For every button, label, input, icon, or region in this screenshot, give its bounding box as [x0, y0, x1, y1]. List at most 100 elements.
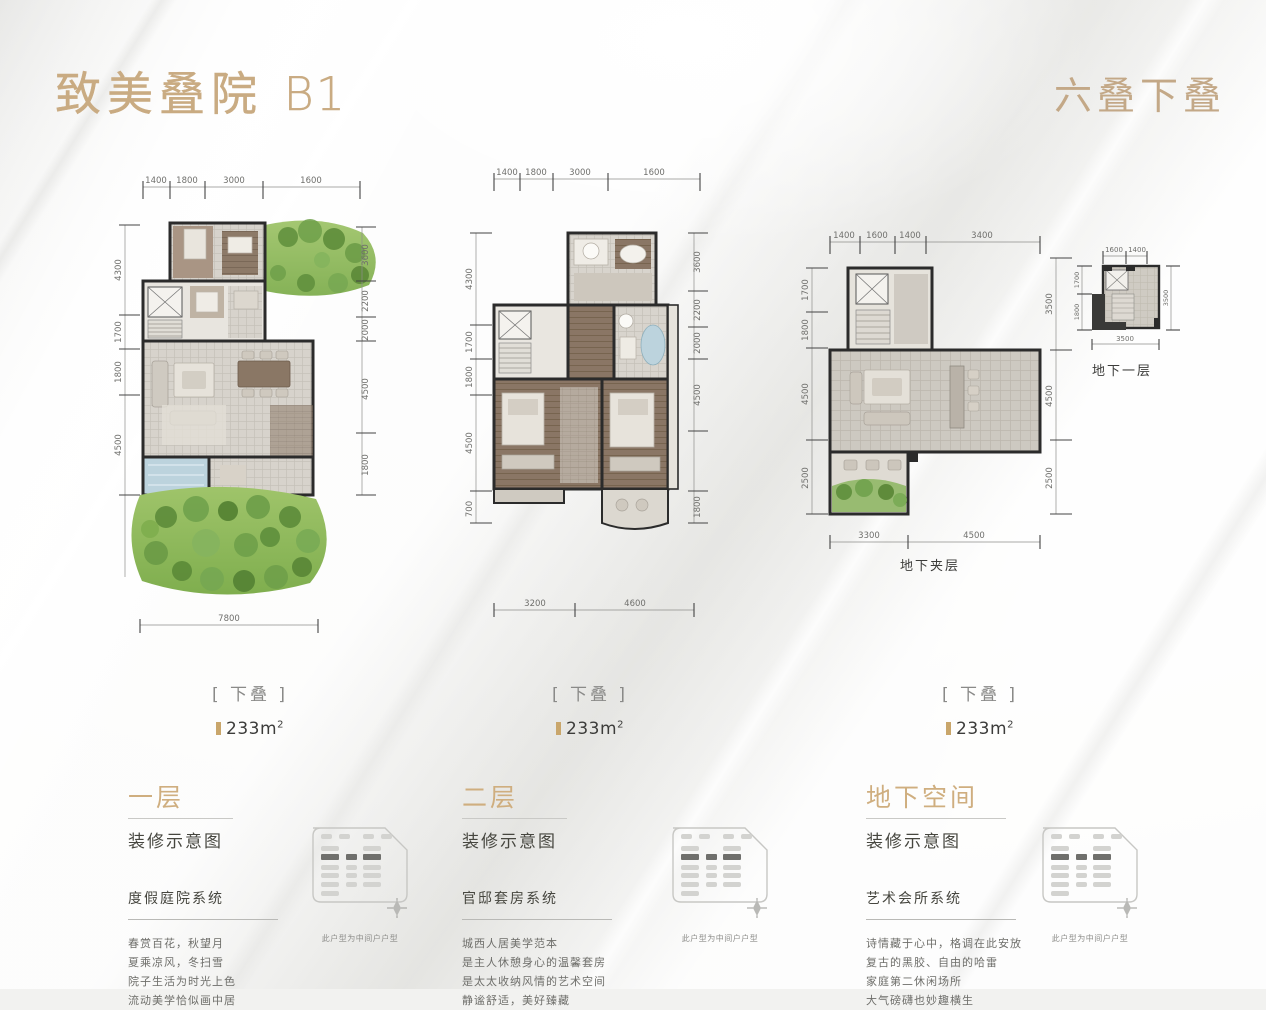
info-system-basement: 艺术会所系统 — [866, 891, 962, 907]
dimension-row-bottom: 3200 4600 — [493, 599, 695, 617]
dimension-row-bottom: 3500 — [1091, 335, 1160, 350]
dim-top-3: 1600 — [300, 176, 322, 186]
dimension-col-right: 3600 2200 2000 4500 1800 — [356, 226, 376, 496]
info-line: 家庭第二休闲场所 — [866, 975, 962, 988]
area-caption-second-floor: [ 下叠 ] 233m2 — [490, 680, 690, 739]
info-line: 是太太收纳风情的艺术空间 — [462, 975, 606, 988]
floorplan-second-floor-svg: 1400 1800 3000 1600 — [465, 168, 708, 617]
info-line: 复古的黑胶、自由的哈雷 — [866, 956, 998, 969]
area-bar-icon — [216, 722, 222, 735]
info-line: 流动美学恰似画中居 — [128, 994, 236, 1007]
dimension-col-right: 3600 2200 2000 4500 1800 — [688, 232, 708, 524]
basement-mezzanine-caption: 地下夹层 — [900, 559, 961, 574]
divider — [462, 818, 567, 819]
area-unit-basement: 2 — [1007, 719, 1014, 731]
dim-left-3: 2500 — [801, 467, 811, 489]
info-line: 夏乘凉风，冬扫雪 — [128, 956, 224, 969]
floorplan-basement-inset: 1600 1400 1700 1800 3500 — [1070, 240, 1200, 370]
keyplan-icon — [312, 827, 408, 918]
keyplan-caption-first-floor: 此户型为中间户户型 — [321, 934, 399, 943]
info-line: 春赏百花，秋望月 — [128, 937, 224, 950]
area-caption-basement: [ 下叠 ] 233m2 — [880, 680, 1080, 739]
area-value-second-floor: 233m2 — [490, 719, 690, 739]
area-number-second-floor: 233m — [566, 719, 618, 739]
dim-right-3: 4500 — [693, 384, 703, 406]
info-line: 院子生活为时光上色 — [128, 975, 236, 988]
divider — [128, 818, 233, 819]
keyplan-caption-second-floor: 此户型为中间户户型 — [681, 934, 759, 943]
type-label-second-floor: [ 下叠 ] — [551, 685, 629, 705]
divider — [128, 919, 278, 920]
info-line: 静谧舒适，美好臻藏 — [462, 994, 570, 1007]
divider — [866, 818, 1006, 819]
info-subtitle-second-floor: 装修示意图 — [462, 832, 557, 852]
dim-right-0: 3600 — [361, 244, 371, 266]
floorplan-basement-drawing — [828, 266, 1042, 516]
dimension-col-left: 1700 1800 4500 2500 — [801, 267, 828, 515]
info-column-first-floor: 一层 装修示意图 度假庭院系统 春赏百花，秋望月 夏乘凉风，冬扫雪 院子生活为时… — [128, 778, 428, 1010]
dimension-row-top: 1400 1600 1400 3400 — [829, 231, 1041, 254]
dim-left-1: 1800 — [801, 319, 811, 341]
dim-bottom-1: 4600 — [624, 599, 646, 609]
divider — [866, 919, 1016, 920]
dim-left-0: 4300 — [465, 268, 475, 290]
dimension-col-left: 4300 1700 1800 4500 — [114, 224, 140, 577]
dimension-col-right: 3500 4500 2500 — [1045, 257, 1072, 515]
dim-top-0: 1400 — [496, 168, 518, 178]
dim-right-2: 2500 — [1045, 467, 1055, 489]
dim-left-3: 4500 — [465, 432, 475, 454]
dim-left-2: 1800 — [114, 361, 124, 383]
dim-inset-left-1: 1800 — [1073, 304, 1081, 321]
info-title-first-floor: 一层 — [128, 783, 185, 812]
dim-left-4: 700 — [465, 501, 475, 517]
dim-right-2: 2000 — [361, 319, 371, 341]
dim-top-1: 1800 — [176, 176, 198, 186]
dim-left-3: 4500 — [114, 434, 124, 456]
page-title: 致美叠院 B1 — [55, 58, 347, 124]
info-line: 诗情藏于心中，格调在此安放 — [866, 937, 1022, 950]
dim-top-3: 1600 — [643, 168, 665, 178]
dim-top-3: 3400 — [971, 231, 993, 241]
dim-right-4: 1800 — [693, 496, 703, 518]
dimension-col-left: 1700 1800 — [1073, 265, 1092, 331]
page-title-cn: 致美叠院 — [55, 67, 263, 121]
dim-right-2: 2000 — [693, 332, 703, 354]
floorplan-basement-inset-drawing — [1092, 264, 1161, 330]
dim-left-1: 1700 — [465, 331, 475, 353]
dimension-col-left: 4300 1700 1800 4500 700 — [465, 232, 492, 524]
dimension-col-right: 3500 — [1162, 265, 1180, 331]
area-unit-second-floor: 2 — [617, 719, 624, 731]
info-subtitle-basement: 装修示意图 — [866, 832, 961, 852]
floorplan-basement-svg: 1400 1600 1400 3400 — [801, 231, 1072, 549]
keyplan-first-floor: 此户型为中间户户型 — [300, 820, 420, 944]
info-subtitle-first-floor: 装修示意图 — [128, 832, 223, 852]
floorplan-first-floor-svg: 1400 1800 3000 1600 — [114, 176, 376, 633]
dim-top-2: 1400 — [899, 231, 921, 241]
dimension-row-top: 1600 1400 — [1102, 246, 1148, 264]
area-number-first-floor: 233m — [226, 719, 278, 739]
floorplan-first-floor-drawing — [131, 219, 376, 595]
type-label-first-floor: [ 下叠 ] — [211, 685, 289, 705]
dim-inset-left-0: 1700 — [1073, 272, 1081, 289]
dim-bottom-0: 7800 — [218, 614, 240, 624]
area-number-basement: 233m — [956, 719, 1008, 739]
dim-top-0: 1400 — [145, 176, 167, 186]
info-line: 大气磅礴也妙趣横生 — [866, 994, 974, 1007]
dim-right-0: 3600 — [693, 251, 703, 273]
dim-right-1: 2200 — [361, 290, 371, 312]
info-line: 城西人居美学范本 — [462, 937, 558, 950]
dim-bottom-0: 3300 — [858, 531, 880, 541]
dim-right-4: 1800 — [361, 454, 371, 476]
dimension-row-top: 1400 1800 3000 1600 — [142, 176, 361, 199]
area-bar-icon — [556, 722, 562, 735]
info-title-second-floor: 二层 — [462, 783, 519, 812]
dim-left-1: 1700 — [114, 321, 124, 343]
dim-left-0: 4300 — [114, 259, 124, 281]
dim-bottom-0: 3200 — [524, 599, 546, 609]
floorplan-basement: 1400 1600 1400 3400 — [790, 220, 1080, 580]
info-line: 是主人休憩身心的温馨套房 — [462, 956, 606, 969]
divider — [462, 919, 612, 920]
dimension-row-bottom: 3300 4500 — [829, 531, 1041, 549]
keyplan-icon — [672, 827, 768, 918]
dim-inset-right-0: 3500 — [1162, 290, 1170, 307]
